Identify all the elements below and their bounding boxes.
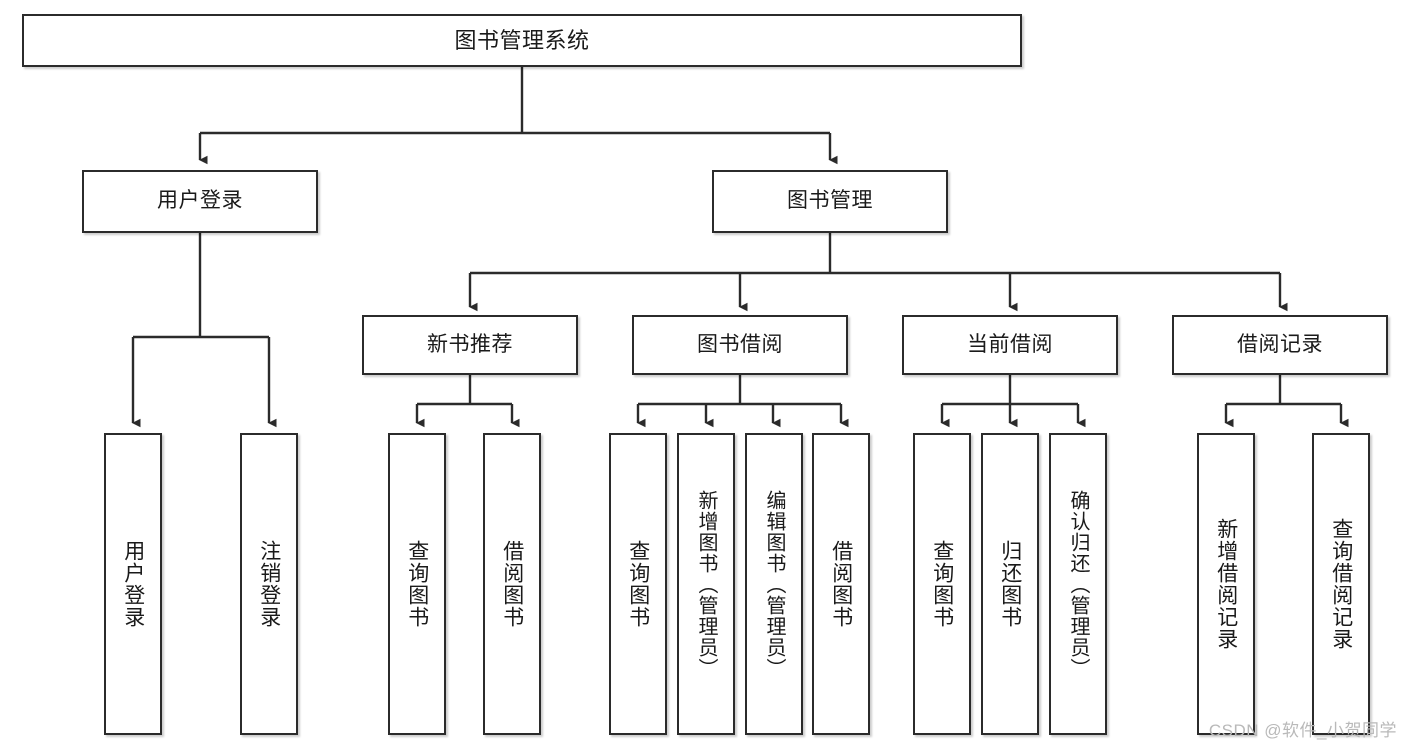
node-current-borrow-label: 当前借阅 (967, 332, 1053, 356)
leaf-new-book-borrow-label: 借阅图书 (500, 540, 524, 628)
leaf-current-borrow-confirm-label: 确认归还（管理员） (1067, 489, 1089, 679)
leaf-user-login-logout[interactable]: 注销登录 (240, 433, 298, 735)
leaf-current-borrow-query[interactable]: 查询图书 (913, 433, 971, 735)
node-book-borrow[interactable]: 图书借阅 (632, 315, 848, 375)
node-book-management-label: 图书管理 (787, 189, 873, 213)
leaf-user-login-login-label: 用户登录 (121, 540, 145, 628)
leaf-borrow-record-query[interactable]: 查询借阅记录 (1312, 433, 1370, 735)
leaf-book-borrow-edit-label: 编辑图书（管理员） (763, 489, 785, 679)
leaf-book-borrow-borrow-label: 借阅图书 (829, 540, 853, 628)
node-borrow-record-label: 借阅记录 (1237, 332, 1323, 356)
leaf-book-borrow-query-label: 查询图书 (626, 540, 650, 628)
leaf-book-borrow-add-label: 新增图书（管理员） (695, 489, 717, 679)
leaf-user-login-logout-label: 注销登录 (257, 540, 281, 628)
leaf-book-borrow-edit[interactable]: 编辑图书（管理员） (745, 433, 803, 735)
leaf-borrow-record-add[interactable]: 新增借阅记录 (1197, 433, 1255, 735)
leaf-new-book-query[interactable]: 查询图书 (388, 433, 446, 735)
leaf-book-borrow-add[interactable]: 新增图书（管理员） (677, 433, 735, 735)
node-new-book-recommend-label: 新书推荐 (427, 332, 513, 356)
leaf-new-book-query-label: 查询图书 (405, 540, 429, 628)
leaf-current-borrow-confirm[interactable]: 确认归还（管理员） (1049, 433, 1107, 735)
leaf-borrow-record-add-label: 新增借阅记录 (1214, 518, 1238, 650)
leaf-book-borrow-borrow[interactable]: 借阅图书 (812, 433, 870, 735)
node-current-borrow[interactable]: 当前借阅 (902, 315, 1118, 375)
leaf-borrow-record-query-label: 查询借阅记录 (1329, 518, 1353, 650)
node-root[interactable]: 图书管理系统 (22, 14, 1022, 67)
leaf-current-borrow-return-label: 归还图书 (998, 540, 1022, 628)
node-book-borrow-label: 图书借阅 (697, 332, 783, 356)
node-borrow-record[interactable]: 借阅记录 (1172, 315, 1388, 375)
leaf-new-book-borrow[interactable]: 借阅图书 (483, 433, 541, 735)
leaf-book-borrow-query[interactable]: 查询图书 (609, 433, 667, 735)
node-user-login-label: 用户登录 (157, 189, 243, 213)
leaf-user-login-login[interactable]: 用户登录 (104, 433, 162, 735)
node-user-login[interactable]: 用户登录 (82, 170, 318, 233)
node-book-management[interactable]: 图书管理 (712, 170, 948, 233)
leaf-current-borrow-query-label: 查询图书 (930, 540, 954, 628)
node-new-book-recommend[interactable]: 新书推荐 (362, 315, 578, 375)
node-root-label: 图书管理系统 (454, 27, 590, 53)
leaf-current-borrow-return[interactable]: 归还图书 (981, 433, 1039, 735)
